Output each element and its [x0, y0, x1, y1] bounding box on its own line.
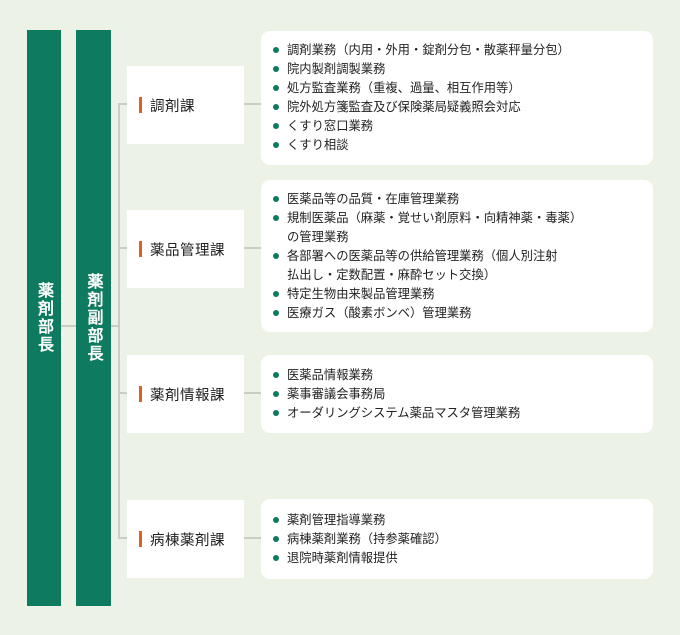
section-name: 薬剤情報課: [150, 387, 225, 404]
bullet-icon: [273, 47, 279, 53]
connector-duty-4: [244, 537, 262, 539]
list-item: 薬事審議会事務局: [273, 385, 641, 404]
list-item: オーダリングシステム薬品マスタ管理業務: [273, 404, 641, 423]
bullet-icon: [273, 195, 279, 202]
bullet-icon: [273, 309, 279, 316]
connector-branch-3: [118, 392, 128, 394]
bullet-icon: [273, 104, 279, 110]
list-item: 医薬品等の品質・在庫管理業務: [273, 190, 641, 209]
connector-branch-2: [118, 247, 128, 249]
list-item-continuation: 払出し・定数配置・麻酔セット交換）: [287, 267, 497, 282]
connector-branch-1: [118, 103, 128, 105]
list-item: 処方監査業務（重複、過量、相互作用等）: [273, 79, 641, 98]
bullet-icon: [273, 535, 279, 542]
list-item: くすり窓口業務: [273, 117, 641, 136]
bullet-icon: [273, 66, 279, 72]
section-accent: [139, 386, 142, 402]
list-item: 特定生物由来製品管理業務: [273, 285, 641, 304]
section-name: 病棟薬剤課: [150, 532, 225, 549]
duties-box-ward-pharmacy: 薬剤管理指導業務 病棟薬剤業務（持参薬確認） 退院時薬剤情報提供: [261, 499, 653, 579]
bullet-icon: [273, 516, 279, 523]
section-accent: [139, 97, 142, 113]
bullet-icon: [273, 252, 279, 259]
list-item: くすり相談: [273, 136, 641, 155]
section-accent: [139, 241, 142, 257]
bullet-icon: [273, 123, 279, 129]
list-item-continuation: の管理業務: [287, 229, 349, 244]
connector-duty-1: [244, 103, 262, 105]
connector-deputy-trunk: [111, 325, 119, 327]
list-item: 退院時薬剤情報提供: [273, 549, 641, 568]
section-box-ward-pharmacy: 病棟薬剤課: [127, 500, 244, 578]
duties-list: 医薬品等の品質・在庫管理業務 規制医薬品（麻薬・覚せい剤原料・向精神薬・毒薬） …: [273, 190, 641, 323]
deputy-label: 薬剤副部長: [84, 273, 104, 363]
duties-box-dispensing: 調剤業務（内用・外用・錠剤分包・散薬秤量分包） 院内製剤調製業務 処方監査業務（…: [261, 31, 653, 165]
section-box-drug-management: 薬品管理課: [127, 210, 244, 288]
bullet-icon: [273, 554, 279, 561]
list-item: 院内製剤調製業務: [273, 60, 641, 79]
bullet-icon: [273, 290, 279, 297]
section-name: 薬品管理課: [150, 242, 225, 259]
list-item: 規制医薬品（麻薬・覚せい剤原料・向精神薬・毒薬）: [273, 209, 641, 228]
list-item: 病棟薬剤業務（持参薬確認）: [273, 530, 641, 549]
deputy-box: 薬剤副部長: [76, 30, 111, 606]
connector-branch-4: [118, 537, 128, 539]
bullet-icon: [273, 142, 279, 148]
duties-box-drug-management: 医薬品等の品質・在庫管理業務 規制医薬品（麻薬・覚せい剤原料・向精神薬・毒薬） …: [261, 180, 653, 332]
connector-duty-3: [244, 392, 262, 394]
connector-trunk: [118, 103, 120, 538]
bullet-icon: [273, 371, 279, 378]
list-item: 院外処方箋監査及び保険薬局疑義照会対応: [273, 98, 641, 117]
bullet-icon: [273, 390, 279, 397]
duties-list: 調剤業務（内用・外用・錠剤分包・散薬秤量分包） 院内製剤調製業務 処方監査業務（…: [273, 41, 641, 155]
duties-box-drug-information: 医薬品情報業務 薬事審議会事務局 オーダリングシステム薬品マスタ管理業務: [261, 355, 653, 433]
duties-list: 医薬品情報業務 薬事審議会事務局 オーダリングシステム薬品マスタ管理業務: [273, 366, 641, 423]
connector-duty-2: [244, 247, 262, 249]
list-item: 医療ガス（酸素ボンベ）管理業務: [273, 304, 641, 323]
section-box-drug-information: 薬剤情報課: [127, 355, 244, 433]
bullet-icon: [273, 214, 279, 221]
duties-list: 薬剤管理指導業務 病棟薬剤業務（持参薬確認） 退院時薬剤情報提供: [273, 511, 641, 568]
list-item: 調剤業務（内用・外用・錠剤分包・散薬秤量分包）: [273, 41, 641, 60]
list-item: 各部署への医薬品等の供給管理業務（個人別注射: [273, 247, 641, 266]
list-item: 医薬品情報業務: [273, 366, 641, 385]
bullet-icon: [273, 409, 279, 416]
section-name: 調剤課: [150, 98, 195, 115]
director-box: 薬剤部長: [27, 30, 61, 606]
section-box-dispensing: 調剤課: [127, 66, 244, 144]
section-accent: [139, 531, 142, 547]
director-label: 薬剤部長: [35, 282, 54, 354]
bullet-icon: [273, 85, 279, 91]
connector-director-deputy: [61, 325, 76, 327]
list-item: 薬剤管理指導業務: [273, 511, 641, 530]
